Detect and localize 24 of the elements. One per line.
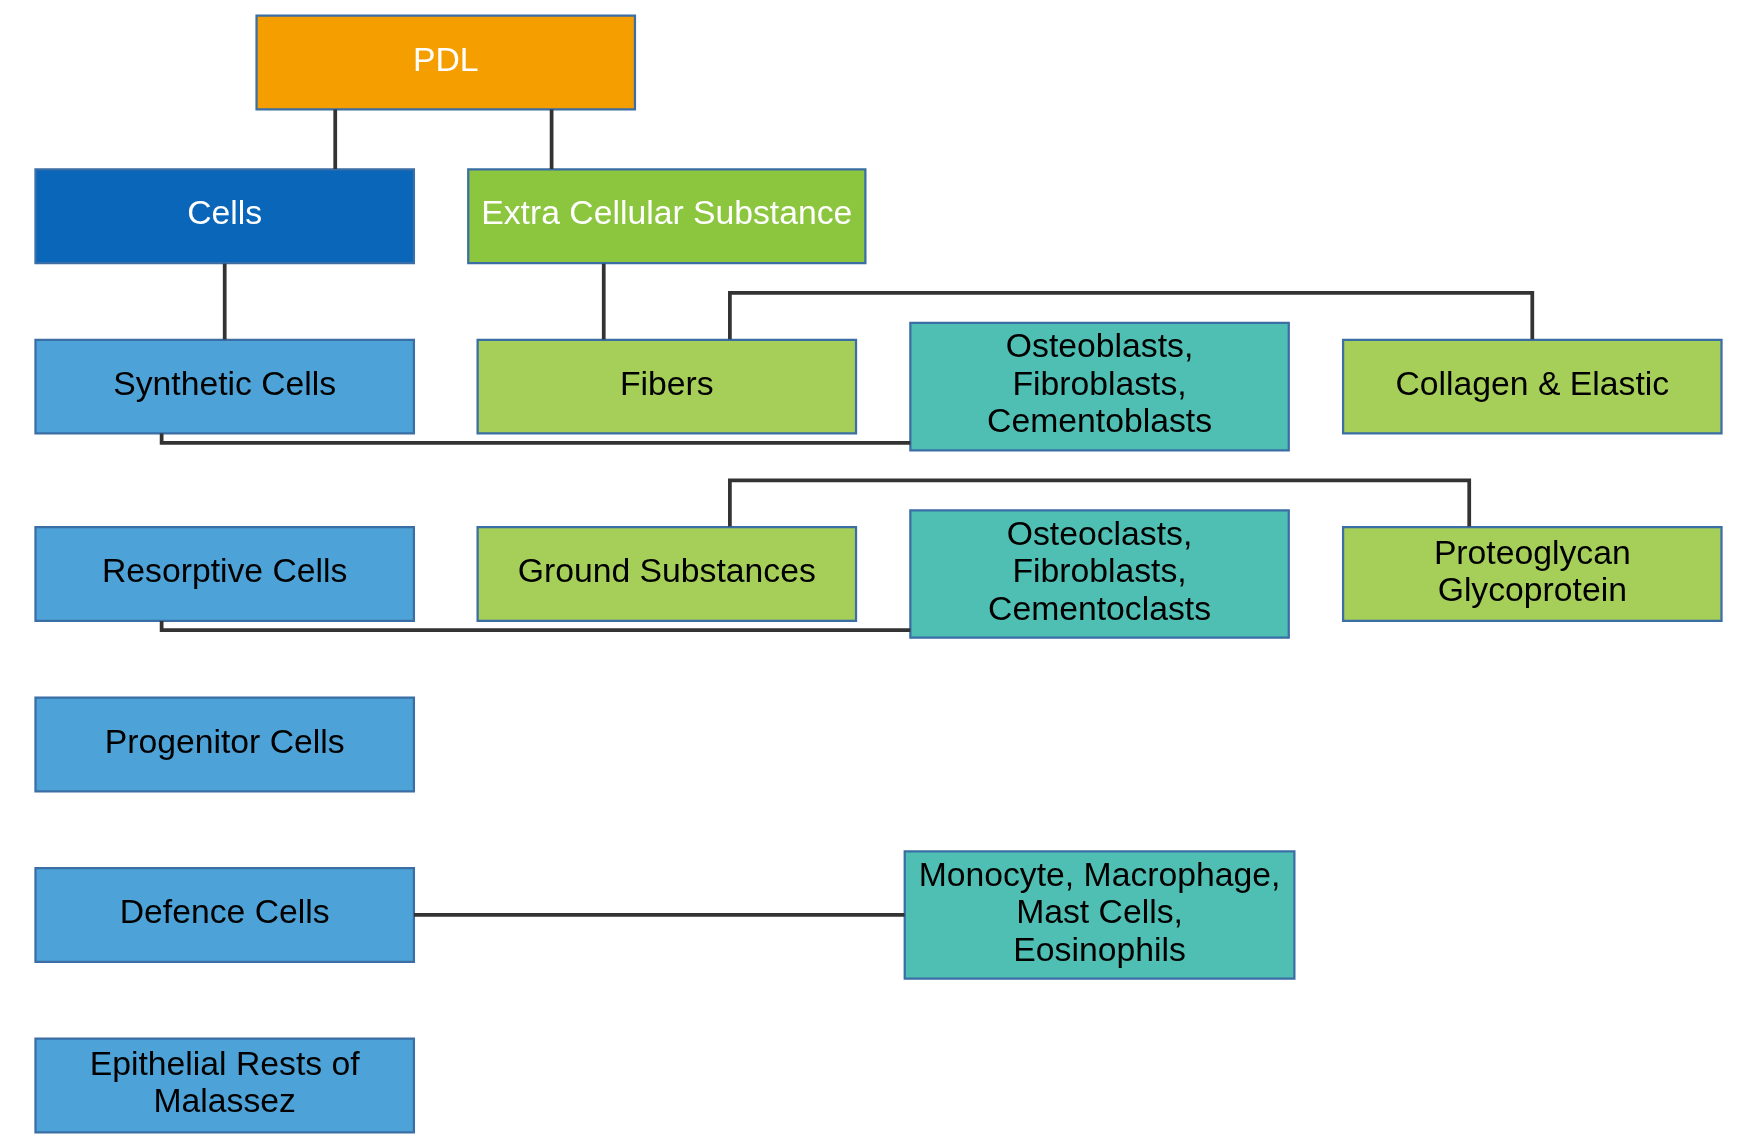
connector (413, 913, 905, 917)
connector (222, 263, 227, 340)
node-box: Monocyte, Macrophage, Mast Cells, Eosinophils (903, 850, 1295, 980)
node-box: Resorptive Cells (33, 526, 415, 622)
node-box: Progenitor Cells (33, 696, 415, 793)
connector (159, 433, 910, 445)
node-box: Cells (33, 168, 415, 265)
node-box: Extra Cellular Substance (466, 168, 866, 265)
connector (332, 109, 337, 169)
node-box: Collagen & Elastic (1341, 338, 1723, 435)
node-box: Epithelial Rests of Malassez (33, 1037, 415, 1134)
connector (601, 263, 606, 340)
node-box: Defence Cells (33, 867, 415, 963)
node-box: Synthetic Cells (33, 338, 415, 435)
connector (159, 620, 910, 633)
node-box: Ground Substances (475, 526, 857, 622)
node-box: PDL (254, 14, 636, 111)
node-box: Osteoblasts, Fibroblasts, Cementoblasts (908, 321, 1290, 452)
node-box: Fibers (475, 338, 857, 435)
node-box: Proteoglycan Glycoprotein (1341, 526, 1723, 622)
connector (727, 291, 1534, 340)
connector (727, 478, 1471, 527)
node-box: Osteoclasts, Fibroblasts, Cementoclasts (908, 509, 1290, 639)
connector (549, 109, 553, 169)
